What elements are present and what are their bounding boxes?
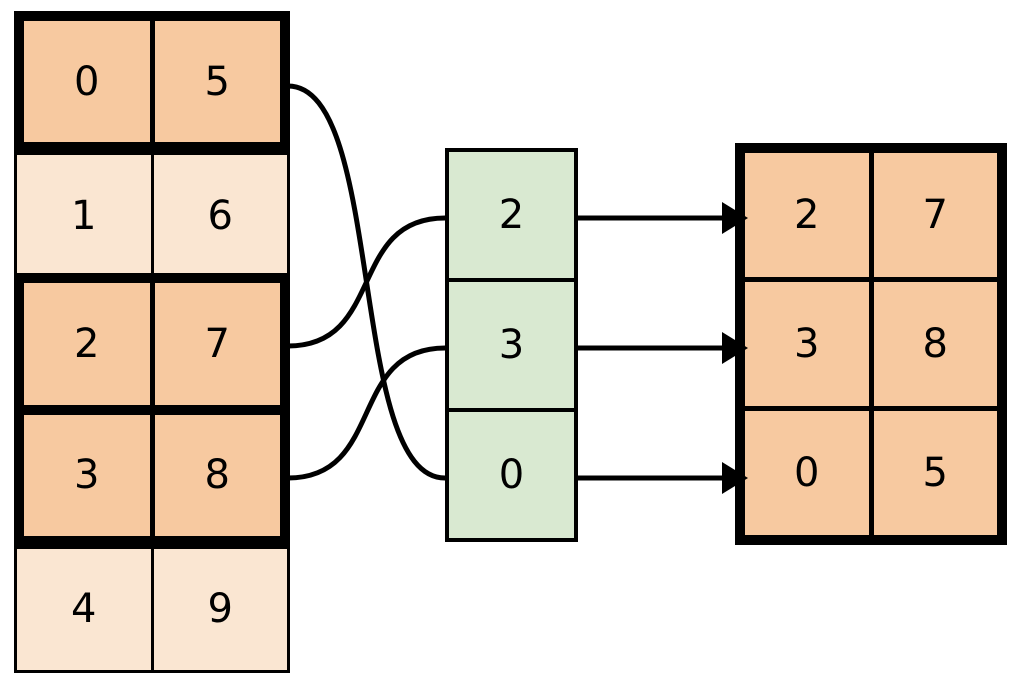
index-cell-2: 0 — [449, 412, 574, 538]
source-cell-r4-c0: 4 — [17, 548, 151, 671]
result-cell-r0-c0: 2 — [745, 153, 869, 277]
source-table-row-1: 1 6 — [14, 152, 290, 277]
source-table-row-0: 0 5 — [14, 11, 290, 153]
source-cell-r2-c1: 7 — [149, 283, 280, 405]
source-table-row-4: 4 9 — [14, 545, 290, 674]
curve-source-row-0-to-index-2 — [287, 83, 446, 481]
index-cell-0: 2 — [449, 152, 574, 278]
source-cell-r0-c1: 5 — [149, 21, 280, 143]
source-table: 0 5 1 6 2 7 3 8 4 9 — [14, 11, 290, 674]
source-cell-r3-c0: 3 — [24, 414, 150, 536]
index-column-row-2: 0 — [449, 408, 574, 538]
result-table-row-1: 3 8 — [745, 277, 997, 406]
source-table-row-2: 2 7 — [14, 273, 290, 415]
result-cell-r2-c0: 0 — [745, 411, 869, 535]
source-cell-r4-c1: 9 — [150, 548, 287, 671]
result-table: 2 7 3 8 0 5 — [735, 143, 1007, 545]
source-cell-r1-c1: 6 — [150, 155, 287, 277]
result-table-row-2: 0 5 — [745, 406, 997, 535]
index-cell-1: 3 — [449, 282, 574, 408]
curve-source-row-2-to-index-0 — [287, 215, 446, 349]
source-cell-r3-c1: 8 — [149, 414, 280, 536]
source-cell-r2-c0: 2 — [24, 283, 150, 405]
index-column-row-0: 2 — [449, 152, 574, 278]
curve-source-row-3-to-index-1 — [287, 345, 446, 481]
source-cell-r1-c0: 1 — [17, 155, 151, 277]
result-cell-r2-c1: 5 — [868, 411, 997, 535]
index-column-row-1: 3 — [449, 278, 574, 408]
source-cell-r0-c0: 0 — [24, 21, 150, 143]
result-cell-r1-c1: 8 — [868, 282, 997, 406]
result-cell-r0-c1: 7 — [868, 153, 997, 277]
source-table-row-3: 3 8 — [14, 404, 290, 546]
result-table-row-0: 2 7 — [745, 153, 997, 277]
result-cell-r1-c0: 3 — [745, 282, 869, 406]
index-column: 2 3 0 — [445, 148, 578, 542]
